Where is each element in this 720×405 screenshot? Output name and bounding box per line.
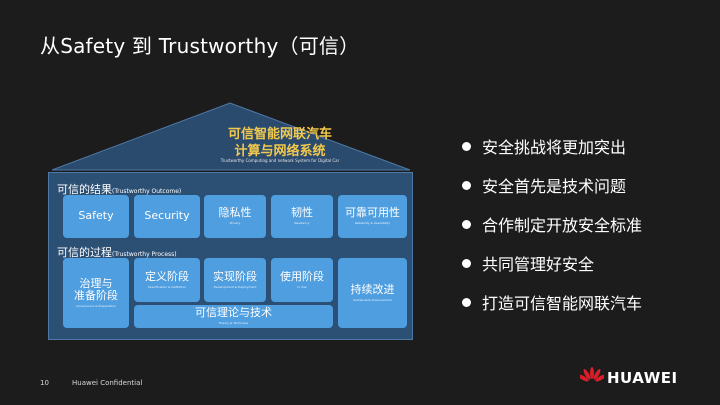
bullet-text: 共同管理好安全	[482, 255, 595, 274]
process-label-en: (Trustworthy Process)	[112, 251, 177, 258]
process-box-improve: 持续改进 Sustainable Improvement	[338, 258, 407, 328]
process-box-preparation: 治理与 准备阶段 Governance & Preparation	[63, 258, 129, 328]
bullet-dot-icon	[462, 181, 471, 190]
process-label-improve: 持续改进	[350, 282, 395, 296]
process-sub-implement: Development & Deployment	[213, 284, 257, 289]
outcome-label-resiliency: 韧性	[291, 206, 313, 220]
process-section-label: 可信的过程(Trustworthy Process)	[57, 244, 177, 260]
outcome-label-reliability: 可靠可用性	[345, 206, 400, 220]
outcome-sub-resiliency: Resiliency	[294, 221, 310, 226]
outcome-box-reliability: 可靠可用性 Reliability & Availability	[338, 195, 407, 238]
bullet-item: 合作制定开放安全标准	[462, 212, 642, 236]
process-sub-improve: Sustainable Improvement	[353, 297, 392, 302]
outcome-label-en: (Trustworthy Outcome)	[112, 188, 182, 195]
process-sub-prep: Governance & Preparation	[76, 303, 116, 308]
bullet-text: 打造可信智能网联汽车	[482, 294, 643, 313]
bullet-text: 安全首先是技术问题	[482, 177, 627, 196]
roof-subtitle: Trustworthy Computing and network System…	[220, 158, 340, 163]
bullet-text: 安全挑战将更加突出	[482, 138, 627, 157]
process-label-implement: 实现阶段	[213, 269, 257, 283]
outcome-box-safety: Safety	[63, 195, 129, 238]
process-box-theory: 可信理论与技术 Theory & Technique	[134, 305, 333, 328]
brand-name: HUAWEI	[607, 369, 678, 387]
process-box-define: 定义阶段 Specification & Definition	[134, 258, 200, 302]
bullet-item: 打造可信智能网联汽车	[462, 290, 642, 314]
page-number: 10	[40, 379, 49, 387]
process-label-use: 使用阶段	[280, 269, 324, 283]
slide-title: 从Safety 到 Trustworthy（可信）	[40, 34, 360, 58]
bullet-dot-icon	[462, 259, 471, 268]
outcome-label-security: Security	[144, 209, 190, 223]
roof-title-line1: 可信智能网联汽车	[227, 127, 332, 142]
process-box-use: 使用阶段 In Use	[271, 258, 333, 302]
outcome-label-privacy: 隐私性	[218, 206, 252, 220]
bullet-item: 安全首先是技术问题	[462, 173, 626, 197]
process-box-implement: 实现阶段 Development & Deployment	[204, 258, 266, 302]
bullet-dot-icon	[462, 220, 471, 229]
outcome-label-safety: Safety	[78, 209, 114, 223]
bullet-text: 合作制定开放安全标准	[482, 216, 643, 235]
outcome-box-security: Security	[134, 195, 200, 238]
process-sub-use: In Use	[297, 284, 307, 289]
bullet-item: 安全挑战将更加突出	[462, 134, 626, 158]
bullet-item: 共同管理好安全	[462, 251, 594, 275]
bullet-dot-icon	[462, 142, 471, 151]
process-label-theory: 可信理论与技术	[195, 306, 272, 320]
huawei-logo-icon	[580, 367, 604, 382]
outcome-sub-privacy: Privacy	[229, 221, 241, 226]
process-sub-theory: Theory & Technique	[218, 321, 249, 326]
process-label-define: 定义阶段	[145, 269, 189, 283]
process-sub-define: Specification & Definition	[147, 284, 187, 289]
outcome-label: 可信的结果	[57, 183, 112, 196]
outcome-section-label: 可信的结果(Trustworthy Outcome)	[57, 181, 181, 197]
outcome-box-privacy: 隐私性 Privacy	[204, 195, 266, 238]
process-label-prep-line1: 治理与	[79, 276, 113, 290]
process-label: 可信的过程	[57, 246, 112, 259]
confidential-label: Huawei Confidential	[72, 379, 143, 387]
bullet-dot-icon	[462, 298, 471, 307]
outcome-box-resiliency: 韧性 Resiliency	[271, 195, 333, 238]
roof-title-line2: 计算与网络系统	[234, 144, 326, 159]
process-label-prep-line2: 准备阶段	[74, 289, 118, 303]
outcome-sub-reliability: Reliability & Availability	[354, 221, 391, 226]
